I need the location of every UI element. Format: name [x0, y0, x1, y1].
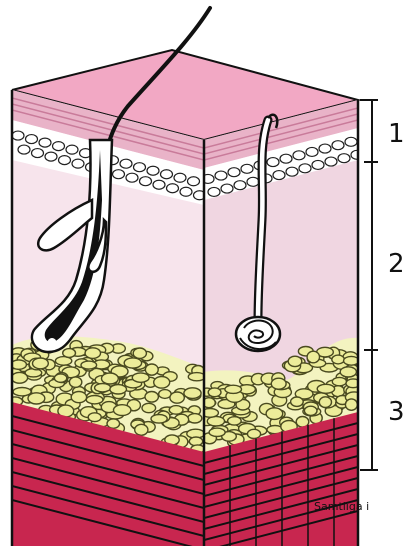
- side-face: [199, 90, 371, 546]
- layer-label-1: 1: [388, 119, 404, 149]
- layer-label-2: 2: [388, 249, 404, 279]
- fat-cell: [291, 397, 304, 406]
- fat-cell: [28, 393, 45, 404]
- fat-cell: [271, 378, 286, 389]
- fat-cell: [85, 348, 100, 359]
- fat-cell: [344, 356, 359, 365]
- fat-cell: [142, 403, 156, 412]
- fat-cell: [135, 424, 148, 435]
- fat-cell: [107, 419, 120, 428]
- fat-cell: [188, 414, 202, 423]
- fat-cell: [209, 428, 225, 436]
- fat-cell: [102, 373, 119, 384]
- fat-cell: [145, 392, 158, 403]
- layer-label-3: 3: [388, 397, 404, 427]
- fat-cell: [71, 392, 86, 403]
- fat-cell: [151, 415, 167, 424]
- fat-cell: [304, 406, 317, 415]
- fat-cell: [11, 360, 26, 369]
- fat-cell: [145, 364, 158, 375]
- fat-cell: [332, 377, 346, 385]
- fat-cell: [184, 388, 201, 399]
- fat-cell: [63, 349, 76, 358]
- fat-cell: [54, 374, 66, 382]
- fat-cell: [319, 397, 331, 408]
- fat-cell: [340, 367, 356, 377]
- fat-cell: [170, 392, 184, 403]
- fat-cell: [81, 361, 97, 369]
- fat-cell: [33, 358, 49, 369]
- fat-cell: [124, 358, 141, 368]
- fat-cell: [208, 388, 221, 397]
- fat-cell: [69, 377, 81, 387]
- fat-cell: [114, 405, 131, 416]
- fat-cell: [345, 399, 357, 410]
- fat-cell: [247, 429, 260, 438]
- fat-cell: [13, 388, 31, 396]
- fat-cell: [11, 372, 27, 383]
- layer-bracket: [360, 100, 378, 470]
- fat-cell: [228, 417, 242, 425]
- fat-cell: [332, 355, 345, 364]
- fat-cell: [266, 408, 283, 420]
- fat-cell: [288, 356, 302, 366]
- credit-text: Samtliga i: [314, 500, 369, 513]
- fat-cell: [86, 396, 103, 404]
- fat-cell: [132, 373, 149, 382]
- fat-cell: [95, 384, 111, 392]
- fat-cell: [110, 385, 127, 394]
- fat-cell: [225, 385, 242, 393]
- fat-cell: [317, 384, 334, 393]
- fat-cell: [169, 406, 183, 415]
- fat-cell: [133, 348, 146, 358]
- fat-cell: [154, 377, 170, 389]
- fat-cell: [88, 413, 101, 422]
- fat-cell: [307, 351, 319, 363]
